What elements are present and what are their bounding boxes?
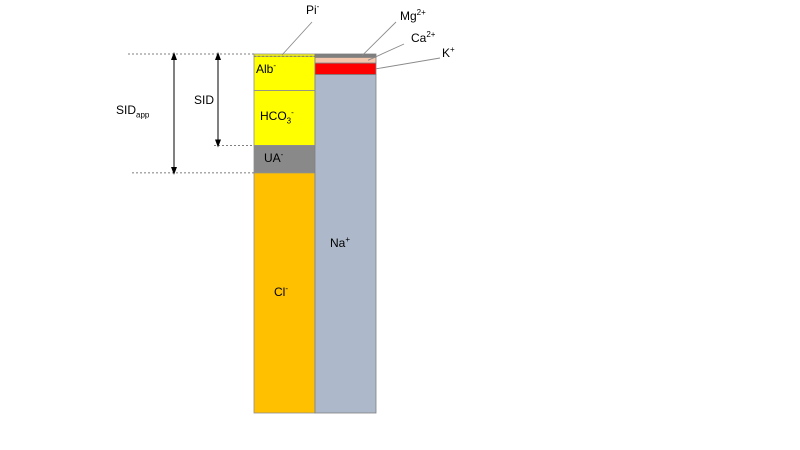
hco3-label: HCO3- [260, 108, 294, 126]
ca-leader-line [367, 43, 405, 61]
ua-label: UA- [264, 150, 284, 166]
k-label: K+ [442, 45, 455, 60]
cl-label: Cl- [274, 283, 289, 299]
cation-segment-k [314, 62, 377, 75]
mg-label: Mg2+ [400, 8, 426, 23]
pi-label: Pi- [306, 2, 320, 17]
sid-label: SID [194, 92, 215, 107]
k-leader-line [375, 57, 441, 70]
cation-column [314, 53, 377, 414]
cation-segment-ca [314, 57, 377, 64]
pi-leader-line [281, 21, 313, 56]
alb-label: Alb- [256, 61, 277, 77]
anion-column [253, 53, 316, 414]
ca-label: Ca2+ [411, 30, 436, 45]
cation-segment-na [314, 74, 377, 414]
anion-segment-cl [253, 172, 316, 414]
cation-segment-mg [314, 53, 377, 58]
sid-app-label: SIDapp [116, 103, 150, 120]
guide-lines [128, 21, 441, 175]
na-label: Na+ [330, 234, 351, 250]
mg-leader-line [361, 21, 397, 57]
